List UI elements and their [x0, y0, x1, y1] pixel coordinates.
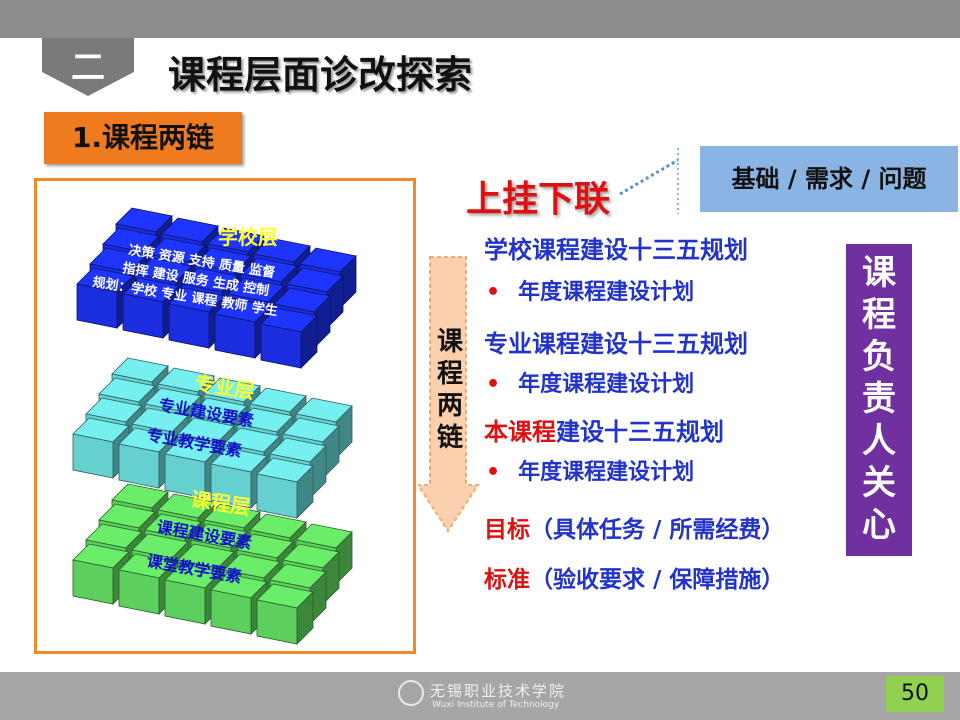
course-cube	[256, 583, 314, 645]
down-arrow	[418, 256, 480, 533]
footer-bar	[0, 672, 960, 720]
target-goal-label: 目标	[484, 517, 530, 543]
layer-cube-diagram: 学校层 决策 资源 支持 质量 监督 指挥 建设 服务 生成 控制 规划：学校 …	[72, 207, 357, 645]
plan-major-text: 专业课程建设十三五规划	[484, 330, 748, 358]
school-layer-cubes	[76, 207, 357, 369]
school-cube	[260, 307, 318, 369]
plan-major: 专业课程建设十三五规划	[484, 324, 748, 359]
dotted-connector	[619, 148, 679, 214]
plan-school: 学校课程建设十三五规划	[484, 230, 748, 265]
plan-major-bullet: •年度课程建设计划	[486, 372, 695, 397]
target-goal: 目标（具体任务 / 所需经费）	[484, 510, 784, 544]
school-name-cn: 无锡职业技术学院	[430, 682, 567, 700]
arrow-label: 课程两链	[436, 327, 463, 453]
major-cube	[118, 427, 176, 489]
major-layer-cubes	[72, 357, 353, 519]
links-title: 上挂下联	[466, 179, 611, 220]
target-standard-detail: （验收要求 / 保障措施）	[530, 567, 785, 593]
page-title: 课程层面诊改探索	[168, 53, 473, 97]
basis-box: 基础 / 需求 / 问题	[700, 146, 958, 212]
owner-box	[846, 244, 912, 556]
plan-course: 本课程建设十三五规划	[484, 412, 724, 447]
plan-course-bullet-text: 年度课程建设计划	[518, 460, 695, 485]
target-standard: 标准（验收要求 / 保障措施）	[484, 560, 784, 594]
plan-school-text: 学校课程建设十三五规划	[484, 236, 748, 264]
page-number: 50	[886, 676, 944, 712]
section-badge	[42, 38, 134, 96]
plan-major-bullet-text: 年度课程建设计划	[518, 372, 695, 397]
plan-course-text: 建设十三五规划	[556, 418, 724, 446]
plan-course-prefix: 本课程	[484, 418, 556, 446]
school-logo-icon	[398, 680, 424, 706]
section-number: 二	[71, 48, 105, 88]
subtitle: 1.课程两链	[44, 112, 242, 164]
layer-diagram-frame	[34, 178, 416, 654]
major-cube	[256, 457, 314, 519]
school-name-en: Wuxi Institute of Technology	[432, 700, 560, 710]
target-standard-label: 标准	[484, 567, 530, 593]
course-layer-cubes	[72, 483, 353, 645]
plan-school-bullet-text: 年度课程建设计划	[518, 280, 695, 305]
plan-course-bullet: •年度课程建设计划	[486, 460, 695, 485]
owner-label: 课程负责人关心	[862, 253, 896, 545]
target-goal-detail: （具体任务 / 所需经费）	[530, 517, 785, 543]
plan-school-bullet: •年度课程建设计划	[486, 280, 695, 305]
school-layer-title: 学校层	[218, 225, 278, 249]
top-bar	[0, 0, 960, 38]
